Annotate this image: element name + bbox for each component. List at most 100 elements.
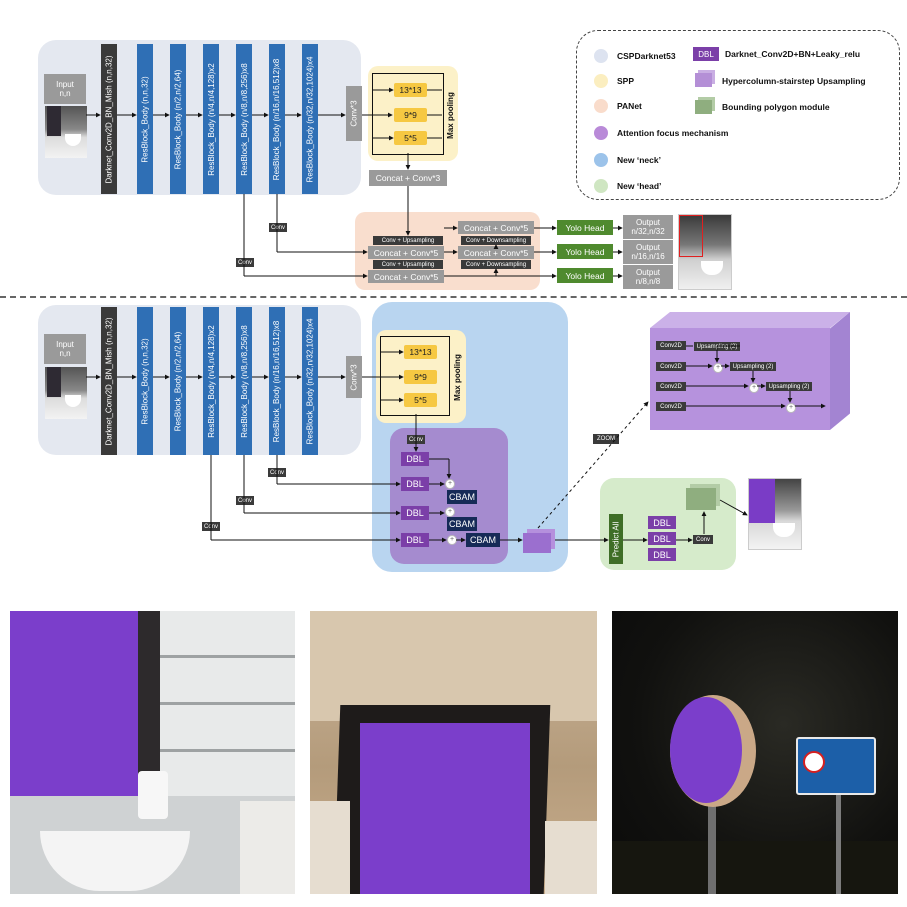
zoom-label: ZOOM bbox=[593, 434, 619, 444]
legend-cspdarknet: CSPDarknet53 bbox=[617, 51, 676, 61]
head-dbl-2: DBL bbox=[648, 532, 676, 545]
hc-upsampling-3: Upsampling (2) bbox=[766, 382, 812, 391]
dbl-box-4: DBL bbox=[401, 533, 429, 547]
bounding-polygon-cube-icon bbox=[686, 488, 716, 510]
input-thumbnail-top bbox=[45, 106, 87, 158]
conv-upsampling-1: Conv + Upsampling bbox=[373, 236, 443, 245]
legend-attention: Attention focus mechanism bbox=[617, 128, 729, 138]
conv3-box-top: Conv*3 bbox=[346, 86, 362, 141]
legend-neck-swatch bbox=[594, 153, 608, 167]
layer-resblock-4-top: ResBlock_Body (n/8,n/8,256)x8 bbox=[236, 44, 252, 194]
predict-all-box: Predict All bbox=[609, 514, 623, 564]
layer-resblock-6-bottom: ResBlock_Body (n/32,n/32,1024)x4 bbox=[302, 307, 318, 455]
layer-resblock-4-bottom: ResBlock_Body (n/8,n/8,256)x8 bbox=[236, 307, 252, 455]
head-dbl-1: DBL bbox=[648, 516, 676, 529]
dbl-box-1: DBL bbox=[401, 452, 429, 466]
legend-attention-swatch bbox=[594, 126, 608, 140]
result-photo-bathroom bbox=[10, 611, 295, 894]
pool-9-top: 9*9 bbox=[394, 108, 427, 122]
pool-5-bottom: 5*5 bbox=[404, 393, 437, 407]
hc-merge-3: + bbox=[786, 403, 796, 413]
conv-box-top-1: Conv bbox=[269, 223, 287, 232]
output-thumbnail-top bbox=[678, 214, 732, 290]
legend-cspdarknet-swatch bbox=[594, 49, 608, 63]
spp-frame-bottom bbox=[380, 336, 450, 416]
layer-resblock-5-top: ResBlock_Body (n/16,n/16,512)x8 bbox=[269, 44, 285, 194]
hc-conv2d-2: Conv2D bbox=[656, 362, 686, 371]
layer-resblock-3-bottom: ResBlock_Body (n/4,n/4,128)x2 bbox=[203, 307, 219, 455]
section-divider bbox=[0, 296, 907, 298]
output-thumbnail-bottom bbox=[748, 478, 802, 550]
layer-resblock-2-bottom: ResBlock_Body (n/2,n/2,64) bbox=[170, 307, 186, 455]
conv-downsampling-2: Conv + Downsampling bbox=[461, 260, 531, 269]
conv-downsampling-1: Conv + Downsampling bbox=[461, 236, 531, 245]
legend-dbl-desc: Darknet_Conv2D+BN+Leaky_relu bbox=[725, 49, 861, 59]
cbam-box-3: CBAM bbox=[466, 533, 500, 547]
hypercolumn-module-top-face bbox=[650, 312, 850, 328]
legend-neck: New ‘neck’ bbox=[617, 155, 661, 165]
legend-hyper-cube-icon bbox=[695, 73, 712, 87]
pool-5-top: 5*5 bbox=[394, 131, 427, 145]
conv3-box-bottom: Conv*3 bbox=[346, 356, 362, 398]
pool-13-bottom: 13*13 bbox=[404, 345, 437, 359]
legend-panet: PANet bbox=[617, 101, 642, 111]
hc-conv2d-1: Conv2D bbox=[656, 341, 686, 350]
pool-13-top: 13*13 bbox=[394, 83, 427, 97]
result-photo-night-mirror bbox=[612, 611, 898, 894]
concat-conv5-right-1: Concat + Conv*5 bbox=[458, 221, 534, 234]
head-dbl-3: DBL bbox=[648, 548, 676, 561]
input-label: Input bbox=[56, 80, 74, 89]
input-thumbnail-bottom bbox=[45, 367, 87, 419]
cbam-box-2: CBAM bbox=[447, 517, 477, 531]
dbl-box-3: DBL bbox=[401, 506, 429, 520]
conv-upsampling-2: Conv + Upsampling bbox=[373, 260, 443, 269]
result-photo-frame bbox=[310, 611, 597, 894]
concat-conv5-left-2: Concat + Conv*5 bbox=[368, 270, 444, 283]
concat-conv5-right-2: Concat + Conv*5 bbox=[458, 246, 534, 259]
conv-box-bottom-2: Conv bbox=[236, 496, 254, 505]
hc-conv2d-3: Conv2D bbox=[656, 382, 686, 391]
hypercolumn-module-side-face bbox=[830, 312, 850, 430]
legend-bounding: Bounding polygon module bbox=[722, 102, 830, 112]
legend-dbl-tag: DBL bbox=[693, 47, 719, 61]
layer-resblock-6-top: ResBlock_Body (n/32,n/32,1024)x4 bbox=[302, 44, 318, 194]
hc-merge-2: + bbox=[749, 383, 759, 393]
hc-upsampling-2: Upsampling (2) bbox=[730, 362, 776, 371]
layer-resblock-5-bottom: ResBlock_Body (n/16,n/16,512)x8 bbox=[269, 307, 285, 455]
legend-box bbox=[576, 30, 900, 200]
cbam-box-1: CBAM bbox=[447, 490, 477, 504]
legend-head-swatch bbox=[594, 179, 608, 193]
legend-hyper: Hypercolumn-stairstep Upsampling bbox=[722, 76, 866, 86]
legend-bounding-cube-icon bbox=[695, 100, 712, 114]
input-box-top: Input n,n bbox=[44, 74, 86, 104]
dbl-box-2: DBL bbox=[401, 477, 429, 491]
connection-lines bbox=[86, 87, 826, 543]
hyper-cube-icon bbox=[523, 533, 551, 553]
legend-spp-swatch bbox=[594, 74, 608, 88]
input-size: n,n bbox=[59, 89, 71, 98]
layer-resblock-1-top: ResBlock_Body (n,n,32) bbox=[137, 44, 153, 194]
conv-box-top-2: Conv bbox=[236, 258, 254, 267]
layer-resblock-3-top: ResBlock_Body (n/4,n/4,128)x2 bbox=[203, 44, 219, 194]
yolo-head-2: Yolo Head bbox=[557, 244, 613, 259]
layer-resblock-1-bottom: ResBlock_Body (n,n,32) bbox=[137, 307, 153, 455]
hc-conv2d-4: Conv2D bbox=[656, 402, 686, 411]
head-conv-box: Conv bbox=[693, 535, 713, 544]
layer-darknet-top: Darknet_Conv2D_BN_Mish (n,n,32) bbox=[101, 44, 117, 194]
legend-panet-swatch bbox=[594, 99, 608, 113]
merge-node-2: + bbox=[445, 507, 455, 517]
legend-head: New ‘head’ bbox=[617, 181, 662, 191]
pool-9-bottom: 9*9 bbox=[404, 370, 437, 384]
yolo-head-1: Yolo Head bbox=[557, 220, 613, 235]
concat-conv5-left-1: Concat + Conv*5 bbox=[368, 246, 444, 259]
layer-resblock-2-top: ResBlock_Body (n/2,n/2,64) bbox=[170, 44, 186, 194]
merge-node-1: + bbox=[445, 479, 455, 489]
legend-spp: SPP bbox=[617, 76, 635, 86]
yolo-head-3: Yolo Head bbox=[557, 268, 613, 283]
layer-darknet-bottom: Darknet_Conv2D_BN_Mish (n,n,32) bbox=[101, 307, 117, 455]
concat-conv3-box: Concat + Conv*3 bbox=[369, 170, 447, 186]
